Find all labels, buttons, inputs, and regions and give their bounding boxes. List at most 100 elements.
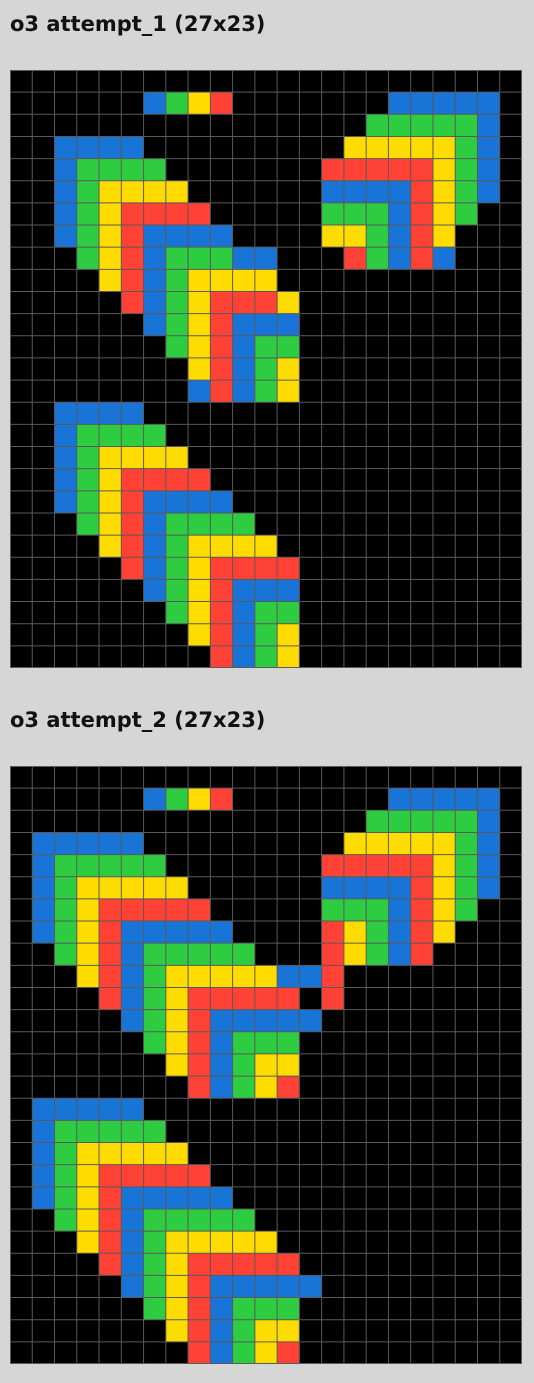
cell-yellow — [432, 876, 456, 899]
cell-blue — [477, 854, 500, 877]
cell-green — [455, 854, 478, 877]
cell-blue — [410, 92, 433, 115]
cell-blue — [232, 579, 255, 602]
cell-blue — [432, 92, 456, 115]
cell-blue — [210, 1297, 233, 1320]
cell-yellow — [232, 1231, 255, 1254]
cell-red — [99, 1164, 122, 1187]
cell-blue — [232, 313, 255, 336]
cell-green — [210, 1208, 233, 1232]
cell-blue — [388, 202, 411, 226]
cell-yellow — [366, 136, 389, 159]
cell-yellow — [210, 1231, 233, 1254]
cell-red — [121, 269, 144, 292]
cell-green — [388, 114, 411, 137]
cell-green — [54, 1120, 77, 1143]
cell-blue — [143, 247, 166, 270]
attempt-1-title: o3 attempt_1 (27x23) — [10, 12, 266, 36]
cell-red — [410, 943, 433, 966]
cell-yellow — [76, 1231, 100, 1254]
cell-blue — [477, 832, 500, 855]
cell-green — [54, 854, 77, 877]
cell-blue — [143, 313, 166, 336]
cell-yellow — [165, 876, 189, 899]
cell-green — [277, 601, 300, 624]
cell-yellow — [432, 158, 456, 181]
cell-blue — [54, 832, 77, 855]
cell-blue — [99, 832, 122, 855]
cell-red — [188, 202, 211, 226]
cell-green — [232, 1341, 255, 1364]
cell-blue — [121, 1253, 144, 1276]
cell-red — [188, 468, 211, 491]
cell-blue — [76, 832, 100, 855]
cell-yellow — [232, 269, 255, 292]
cell-green — [99, 158, 122, 181]
cell-blue — [477, 158, 500, 181]
cell-yellow — [76, 876, 100, 899]
cell-red — [210, 645, 233, 668]
cell-green — [143, 943, 166, 966]
cell-red — [99, 1186, 122, 1209]
cell-blue — [388, 788, 411, 811]
cell-yellow — [76, 965, 100, 988]
cell-yellow — [188, 92, 211, 115]
cell-red — [210, 623, 233, 646]
cell-red — [188, 1053, 211, 1077]
cell-red — [277, 1253, 300, 1276]
cell-yellow — [99, 512, 122, 536]
cell-blue — [32, 898, 55, 922]
cell-green — [54, 921, 77, 944]
cell-yellow — [99, 1142, 122, 1165]
cell-red — [321, 921, 344, 944]
cell-yellow — [188, 535, 211, 558]
cell-yellow — [188, 269, 211, 292]
cell-green — [143, 965, 166, 988]
cell-yellow — [165, 1031, 189, 1054]
cell-blue — [232, 1009, 255, 1032]
cell-yellow — [143, 876, 166, 899]
cell-yellow — [277, 291, 300, 314]
cell-red — [165, 898, 189, 922]
cell-green — [232, 1031, 255, 1054]
cell-yellow — [210, 269, 233, 292]
cell-yellow — [165, 1009, 189, 1032]
cell-yellow — [188, 357, 211, 381]
cell-blue — [477, 92, 500, 115]
cell-yellow — [343, 832, 367, 855]
cell-yellow — [432, 202, 456, 226]
cell-green — [143, 1231, 166, 1254]
cell-yellow — [343, 225, 367, 248]
cell-yellow — [432, 832, 456, 855]
cell-yellow — [143, 1142, 166, 1165]
cell-blue — [143, 921, 166, 944]
cell-red — [232, 557, 255, 580]
cell-yellow — [188, 623, 211, 646]
cell-yellow — [232, 965, 255, 988]
cell-blue — [32, 876, 55, 899]
cell-blue — [143, 291, 166, 314]
cell-blue — [76, 1098, 100, 1121]
cell-red — [165, 468, 189, 491]
cell-green — [143, 158, 166, 181]
cell-yellow — [188, 601, 211, 624]
cell-red — [121, 468, 144, 491]
cell-yellow — [121, 446, 144, 469]
cell-yellow — [210, 535, 233, 558]
cell-red — [121, 898, 144, 922]
cell-blue — [232, 335, 255, 358]
cell-blue — [76, 402, 100, 425]
cell-blue — [143, 490, 166, 513]
cell-green — [366, 943, 389, 966]
cell-blue — [254, 313, 278, 336]
cell-blue — [210, 490, 233, 513]
cell-red — [188, 1253, 211, 1276]
cell-blue — [165, 225, 189, 248]
cell-blue — [232, 247, 255, 270]
cell-yellow — [188, 313, 211, 336]
cell-green — [165, 1208, 189, 1232]
cell-red — [188, 898, 211, 922]
cell-red — [210, 313, 233, 336]
cell-blue — [432, 788, 456, 811]
cell-green — [165, 535, 189, 558]
